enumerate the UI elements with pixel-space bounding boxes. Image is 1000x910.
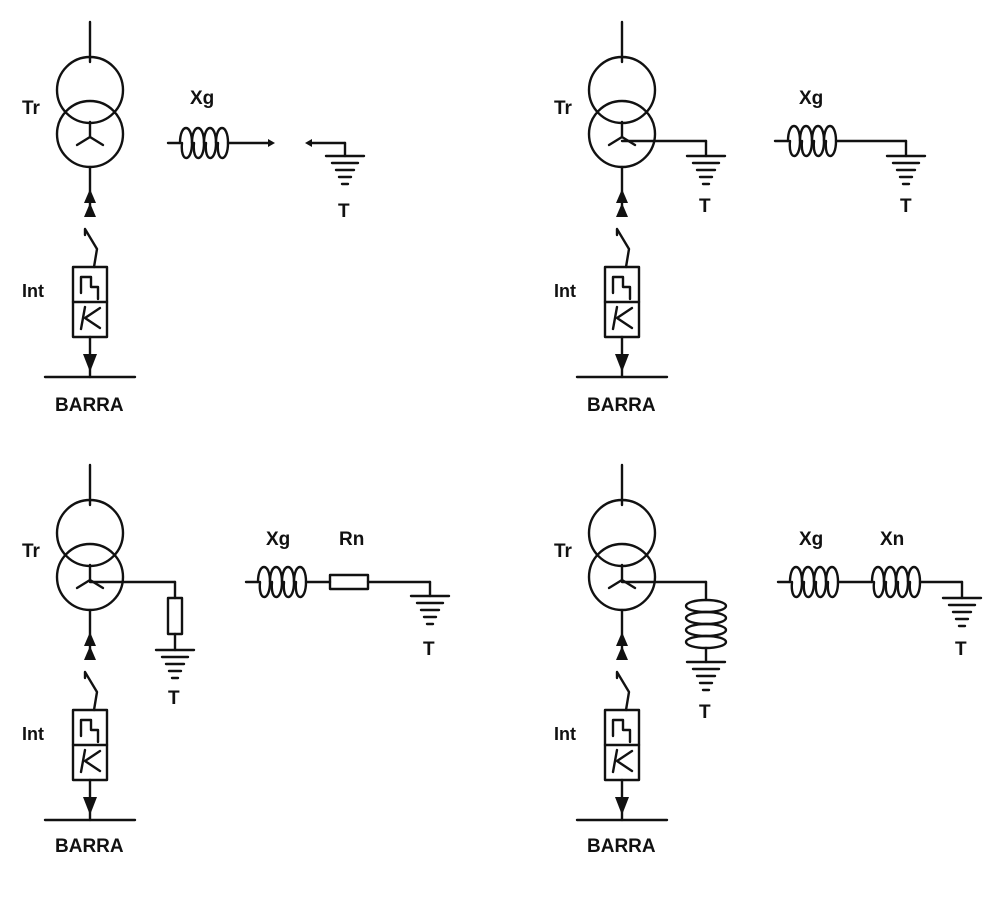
neutral-reactor-coil <box>684 598 728 650</box>
xg-label: Xg <box>799 529 823 550</box>
xn-reactor-coil <box>870 565 922 599</box>
neutral-ground-symbol <box>685 660 727 692</box>
transformer-symbol <box>55 463 125 612</box>
ground-label: T <box>423 639 435 660</box>
rn-label: Rn <box>339 529 364 550</box>
neutral-ground-label: T <box>699 196 711 217</box>
ground-symbol <box>324 154 366 186</box>
neutral-ground-symbol <box>685 154 727 186</box>
transformer-label: Tr <box>22 98 41 119</box>
breaker-symbol <box>575 165 669 379</box>
bus-label: BARRA <box>55 395 124 416</box>
breaker-symbol <box>43 165 137 379</box>
breaker-symbol <box>43 608 137 822</box>
neutral-ground-symbol <box>154 648 196 680</box>
breaker-label: Int <box>554 281 576 301</box>
ground-label: T <box>955 639 967 660</box>
breaker-label: Int <box>554 724 576 744</box>
bus-label: BARRA <box>55 836 124 857</box>
bus-label: BARRA <box>587 395 656 416</box>
panel-resistance-ground: Tr Int BARRA T Xg Rn T <box>22 463 451 857</box>
xg-label: Xg <box>799 88 823 109</box>
panel-reactance-ground: Tr Int BARRA T Xg Xn T <box>554 463 983 857</box>
transformer-label: Tr <box>554 541 573 562</box>
ground-label: T <box>338 201 350 222</box>
bus-label: BARRA <box>587 836 656 857</box>
neutral-resistor <box>166 596 184 636</box>
transformer-label: Tr <box>554 98 573 119</box>
transformer-symbol <box>587 20 657 169</box>
ground-symbol <box>409 594 451 626</box>
generator-reactance-coil <box>788 565 840 599</box>
ground-label: T <box>900 196 912 217</box>
transformer-symbol <box>587 463 657 612</box>
breaker-label: Int <box>22 281 44 301</box>
xg-label: Xg <box>266 529 290 550</box>
transformer-symbol <box>55 20 125 169</box>
ground-symbol <box>885 154 927 186</box>
ground-symbol <box>941 596 983 628</box>
neutral-ground-label: T <box>699 702 711 723</box>
generator-reactance-coil <box>786 124 838 158</box>
neutral-ground-label: T <box>168 688 180 709</box>
panel-solid-ground: Tr Int BARRA T Xg T <box>554 20 927 416</box>
transformer-label: Tr <box>22 541 41 562</box>
generator-reactance-coil <box>178 126 230 160</box>
xn-label: Xn <box>880 529 904 550</box>
panel-ungrounded: Tr Int BARRA Xg T <box>22 20 366 416</box>
generator-reactance-coil <box>256 565 308 599</box>
breaker-symbol <box>575 608 669 822</box>
breaker-label: Int <box>22 724 44 744</box>
rn-resistor <box>328 573 370 591</box>
xg-label: Xg <box>190 88 214 109</box>
